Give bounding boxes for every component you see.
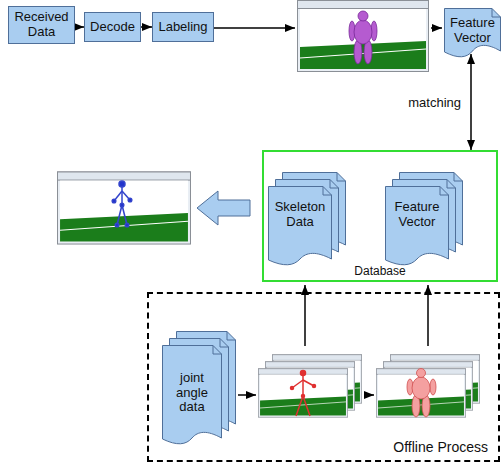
connector-arrow [470,54,472,150]
node-label: Received Data [13,10,70,40]
page-fold [447,180,456,189]
skeleton-figure [112,181,132,227]
node-label: Labeling [158,20,207,35]
output-arrow [197,191,250,225]
flow-arrow [212,27,295,29]
node-label: Database [354,265,405,279]
page-fold [440,187,449,196]
process-box: Received Data [8,6,75,44]
node-label: joint angle data [166,371,218,416]
node-label: Skeleton Data [272,200,328,230]
screenshot-window [376,369,465,417]
screenshot-window [58,172,191,244]
page-fold [213,346,222,355]
skeleton-figure [291,371,316,417]
document-shape: Feature Vector [385,186,449,266]
page-fold [227,332,236,341]
flow-arrow [431,27,442,29]
screenshot-window [258,369,347,417]
document-shape: joint angle data [162,345,222,445]
labeled-volume-figure [349,11,377,64]
document-outline [445,9,501,57]
process-box: Decode [84,12,141,42]
node-label: Offline Process [393,439,488,455]
document-outline [269,187,332,265]
page-fold [220,339,229,348]
node-label: Feature Vector [389,200,445,230]
flow-arrow [238,394,256,396]
flow-arrow [304,285,306,346]
document-outline [163,346,222,444]
document-shape: Feature Vector [444,8,501,58]
node-label: Decode [90,20,135,35]
document-outline [386,187,449,265]
connector-arrow [141,26,152,28]
page-fold [337,173,346,182]
node-label: Feature Vector [448,16,497,46]
mesh-figure [407,369,436,418]
connector-arrow [75,26,84,28]
document-shape: Skeleton Data [268,186,332,266]
page-fold [454,173,463,182]
database-group: Skeleton Data Feature VectorDatabase [262,150,498,282]
flow-arrow [427,285,429,346]
page-fold [323,187,332,196]
page-fold [330,180,339,189]
flow-arrow [364,394,374,396]
offline-process-group: joint angle dataOffline Process [147,292,500,462]
edge-label: matching [406,95,463,110]
process-box: Labeling [152,12,214,42]
screenshot-window [298,1,429,72]
